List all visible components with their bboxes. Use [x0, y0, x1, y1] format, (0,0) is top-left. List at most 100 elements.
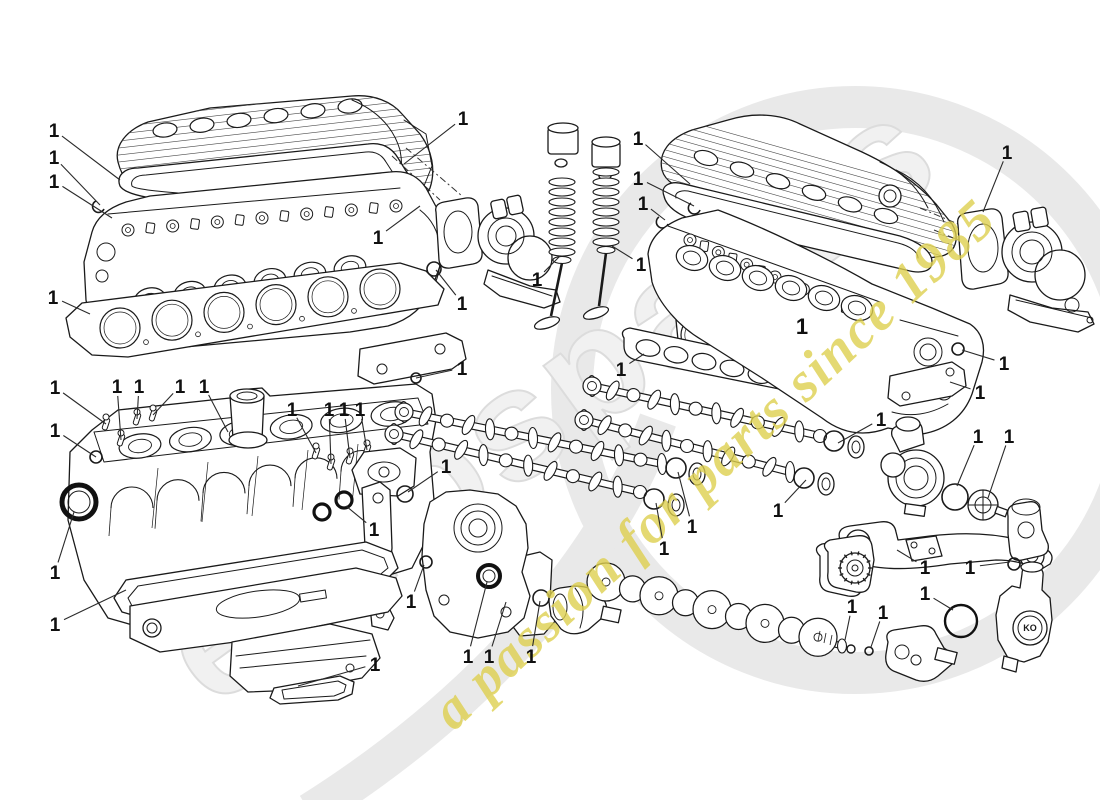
part-callout[interactable]: 1	[463, 581, 488, 668]
part-callout[interactable]: 1	[956, 427, 984, 487]
part-callout[interactable]: 1	[297, 655, 381, 687]
part-callout[interactable]: 1	[655, 502, 670, 560]
callout-leader-line	[646, 181, 695, 207]
callout-leader-line	[933, 597, 954, 611]
part-number-label[interactable]: 1	[324, 400, 335, 421]
part-callout[interactable]: 1	[896, 549, 931, 579]
part-callout[interactable]: 1	[526, 600, 541, 668]
part-number-label[interactable]: 1	[50, 421, 61, 442]
part-callout[interactable]: 1	[403, 109, 469, 165]
part-callout[interactable]: 1	[844, 597, 858, 641]
part-callout[interactable]: 1	[949, 381, 986, 404]
part-number-label[interactable]: 1	[458, 109, 469, 130]
part-callout[interactable]: 1	[987, 427, 1015, 499]
part-callout[interactable]: 1	[49, 148, 101, 206]
part-number-label[interactable]: 1	[457, 294, 468, 315]
part-callout[interactable]: 1	[982, 143, 1013, 213]
part-number-label[interactable]: 1	[50, 378, 61, 399]
part-callout[interactable]: 1	[616, 353, 645, 381]
part-number-label[interactable]: 1	[112, 377, 123, 398]
part-number-label[interactable]: 1	[973, 427, 984, 448]
part-number-label[interactable]: 1	[876, 410, 887, 431]
part-callout[interactable]: 1	[773, 479, 807, 522]
part-callout[interactable]: 1	[50, 589, 127, 636]
part-number-label[interactable]: 1	[847, 597, 858, 618]
part-number-label[interactable]: 1	[199, 377, 210, 398]
part-number-label[interactable]: 1	[370, 655, 381, 676]
part-callout[interactable]: 1	[339, 400, 351, 459]
part-number-label[interactable]: 1	[49, 172, 60, 193]
part-number-label[interactable]: 1	[463, 647, 474, 668]
left-throttle-assembly	[426, 194, 561, 309]
part-number-label[interactable]: 1	[484, 647, 495, 668]
part-callout[interactable]: 1	[49, 172, 113, 219]
part-number-label[interactable]: 1	[975, 383, 986, 404]
part-number-label[interactable]: 1	[532, 270, 543, 291]
part-number-label[interactable]: 1	[48, 288, 59, 309]
part-number-label[interactable]: 1	[659, 539, 670, 560]
part-callout[interactable]: 1	[435, 269, 468, 315]
part-callout[interactable]: 1	[50, 511, 75, 584]
part-number-label[interactable]: 1	[636, 255, 647, 276]
part-callout[interactable]: 1	[965, 558, 1011, 579]
part-number-label[interactable]: 1	[457, 359, 468, 380]
part-number-label[interactable]: 1	[999, 354, 1010, 375]
part-callout[interactable]: 1	[48, 288, 91, 315]
part-number-label[interactable]: 1	[49, 148, 60, 169]
part-callout[interactable]: 1	[373, 205, 421, 249]
part-number-label[interactable]: 1	[638, 194, 649, 215]
part-callout[interactable]: 1	[407, 457, 452, 493]
part-callout[interactable]: 1	[638, 194, 666, 221]
part-callout[interactable]: 1	[633, 129, 691, 185]
part-callout[interactable]: 1	[532, 255, 561, 291]
part-number-label[interactable]: 1	[373, 228, 384, 249]
part-callout[interactable]: 1	[961, 349, 1010, 375]
part-number-label[interactable]: 1	[441, 457, 452, 478]
part-number-label[interactable]: 1	[369, 520, 380, 541]
part-number-label[interactable]: 1	[526, 647, 537, 668]
part-number-label[interactable]: 1	[616, 360, 627, 381]
part-number-label[interactable]: 1	[1002, 143, 1013, 164]
part-callout[interactable]: 1	[50, 421, 97, 458]
part-callout[interactable]: 1	[484, 601, 507, 668]
part-number-label[interactable]: 1	[50, 615, 61, 636]
part-number-label[interactable]: 1	[406, 592, 417, 613]
part-number-label[interactable]: 1	[773, 501, 784, 522]
part-number-label[interactable]: 1	[687, 517, 698, 538]
part-callout[interactable]: 1	[112, 377, 123, 441]
part-number-label[interactable]: 1	[49, 121, 60, 142]
part-callout[interactable]: 1	[152, 377, 186, 416]
part-number-label[interactable]: 1	[1004, 427, 1015, 448]
part-number-label[interactable]: 1	[878, 603, 889, 624]
part-callout[interactable]: 1	[324, 400, 335, 465]
part-number-label[interactable]: 1	[50, 563, 61, 584]
part-number-label[interactable]: 1	[134, 377, 145, 398]
part-callout[interactable]: 1	[134, 377, 145, 420]
part-callout[interactable]: 1	[199, 377, 229, 433]
part-callout[interactable]: 1	[677, 471, 698, 538]
part-callout[interactable]: 1	[49, 121, 121, 181]
part-callout[interactable]: 1	[345, 505, 380, 541]
part-callout[interactable]: 1	[796, 314, 808, 339]
part-callout[interactable]: 1	[870, 603, 889, 648]
part-callout[interactable]: 1	[355, 400, 368, 451]
part-number-label[interactable]: 1	[965, 558, 976, 579]
part-callout[interactable]: 1	[287, 400, 317, 454]
part-callout[interactable]: 1	[920, 584, 954, 611]
part-number-label[interactable]: 1	[633, 129, 644, 150]
part-number-label[interactable]: 1	[339, 400, 350, 421]
part-callout[interactable]: 1	[633, 169, 695, 207]
part-number-label[interactable]: 1	[287, 400, 298, 421]
o-ring	[1007, 557, 1021, 571]
part-number-label[interactable]: 1	[920, 584, 931, 605]
part-number-label[interactable]: 1	[796, 314, 808, 339]
part-number-label[interactable]: 1	[175, 377, 186, 398]
part-callout[interactable]: 1	[406, 564, 425, 613]
part-number-label[interactable]: 1	[633, 169, 644, 190]
part-callout[interactable]: 1	[611, 245, 647, 276]
part-callout[interactable]: 1	[837, 410, 887, 444]
part-number-label[interactable]: 1	[355, 400, 366, 421]
part-number-label[interactable]: 1	[920, 558, 931, 579]
part-callout[interactable]: 1	[50, 378, 107, 425]
part-callout[interactable]: 1	[415, 359, 468, 380]
